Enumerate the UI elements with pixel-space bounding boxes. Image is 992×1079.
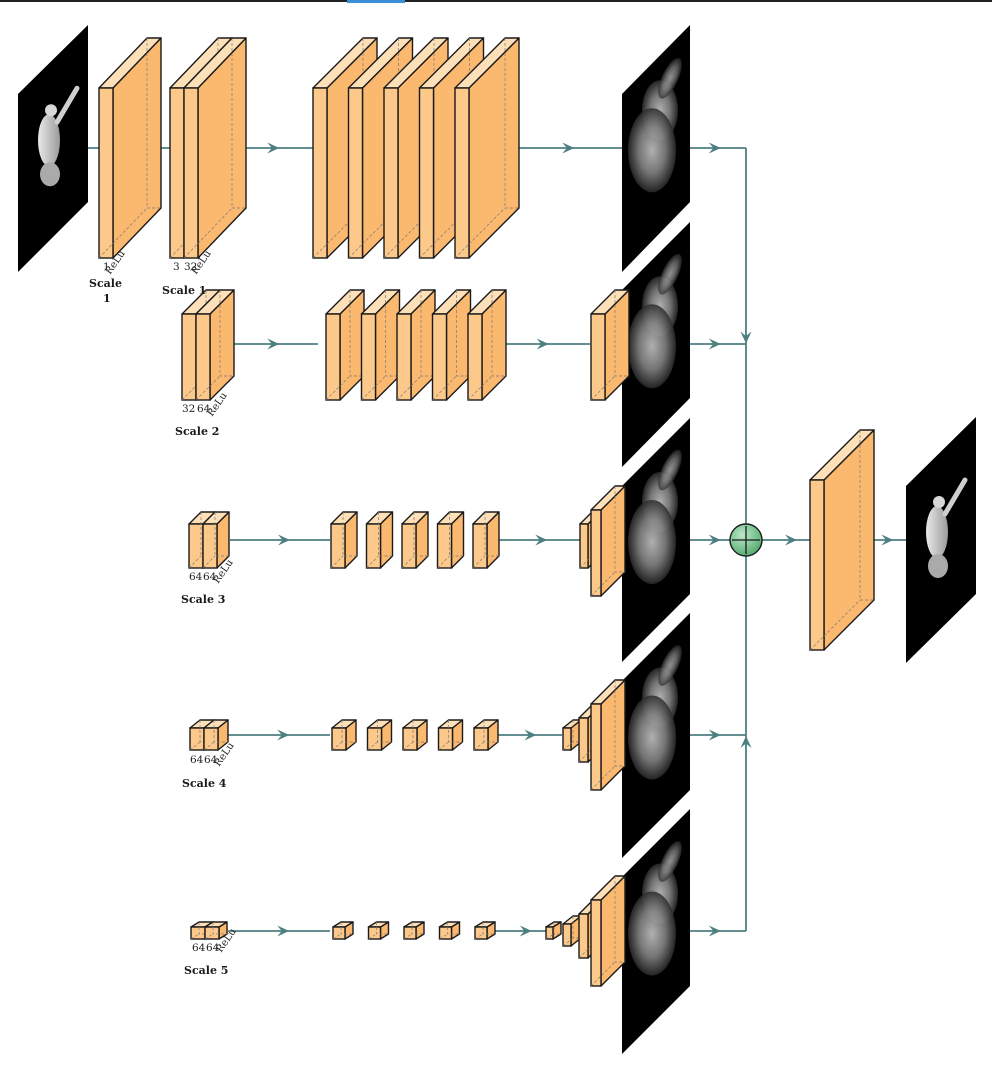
scale4-conv-up-3 — [590, 679, 626, 791]
heatmap-scale-1 — [622, 25, 690, 272]
scale5-conv-2 — [204, 921, 228, 940]
input-image — [18, 25, 88, 272]
scale5-conv-6 — [438, 921, 461, 940]
scale2-label: Scale 2 — [175, 425, 219, 438]
scale2-conv-5 — [396, 289, 436, 401]
scale2-conv-up-1 — [590, 289, 630, 401]
scale5-conv-4 — [367, 921, 390, 940]
scale3-conv-5 — [401, 511, 429, 569]
scale4-conv-5 — [402, 719, 428, 751]
top-border — [0, 0, 992, 2]
scale5-conv-5 — [403, 921, 425, 940]
arrow-s5-b — [494, 925, 548, 937]
scale2-conv-7 — [467, 289, 507, 401]
arrow-heatmap-out-2 — [690, 338, 746, 350]
arrow-merge-bottom — [740, 556, 752, 931]
scale3-num-1: 64 — [189, 571, 203, 583]
arrow-final-out — [870, 534, 906, 546]
arrow-s2-b — [498, 338, 590, 350]
arrow-s4-b — [498, 729, 562, 741]
connection-arrows — [52, 142, 906, 937]
scale2-conv-3 — [325, 289, 365, 401]
scale2-num-2: 64 — [197, 403, 211, 415]
scale3-conv-3 — [330, 511, 358, 569]
scale5-num-2: 64 — [206, 942, 220, 954]
scale3-conv-up-2 — [590, 485, 626, 597]
scale4-num-1: 64 — [190, 754, 204, 766]
scale5-conv-up-2 — [562, 915, 582, 947]
arrow-heatmap-out-1 — [690, 142, 746, 154]
top-border-accent — [347, 0, 405, 3]
scale3-conv-6 — [436, 511, 465, 569]
scale3-conv-4 — [365, 511, 394, 569]
scale1-num-2: 3 — [173, 261, 180, 273]
image-panels — [18, 25, 976, 1054]
scale3-conv-2 — [202, 511, 230, 569]
scale5-conv-up-4 — [590, 875, 626, 987]
scale1-conv-8 — [454, 37, 520, 259]
scale5-conv-up-1 — [545, 921, 562, 940]
scale5-num-1: 64 — [192, 942, 206, 954]
fusion-conv — [809, 429, 875, 651]
scale1-label-a: Scale — [89, 277, 122, 290]
output-image — [906, 417, 976, 663]
arrow-s1-c — [516, 142, 622, 154]
arrow-s2-a — [232, 338, 318, 350]
scale2-conv-2 — [195, 289, 235, 401]
scale4-conv-4 — [366, 719, 393, 751]
scale2-conv-4 — [360, 289, 401, 401]
scale4-conv-3 — [331, 719, 357, 751]
scale4-label: Scale 4 — [182, 777, 227, 790]
scale4-num-2: 64 — [204, 754, 218, 766]
arrow-s3-a — [230, 534, 330, 546]
heatmap-scale-2 — [622, 222, 690, 467]
heatmap-scale-5 — [622, 809, 690, 1054]
conv-blocks — [98, 37, 875, 987]
scale1-label-a-num: 1 — [103, 292, 111, 305]
scale5-conv-7 — [474, 921, 496, 940]
scale4-conv-6 — [437, 719, 464, 751]
plus-circle-icon — [729, 523, 763, 557]
arrow-merge-top — [740, 148, 752, 524]
scale4-conv-2 — [203, 719, 229, 751]
scale1-label-b: Scale 1 — [162, 284, 206, 297]
arrow-sum-out — [762, 534, 812, 546]
scale2-conv-6 — [431, 289, 472, 401]
scale1-conv-1 — [98, 37, 162, 259]
scale3-conv-7 — [472, 511, 500, 569]
scale3-label: Scale 3 — [181, 593, 225, 606]
arrow-heatmap-out-5 — [690, 925, 746, 937]
arrow-heatmap-out-4 — [690, 729, 746, 741]
scale3-num-2: 64 — [203, 571, 217, 583]
scale1-num-3: 32 — [184, 261, 197, 273]
scale2-num-1: 32 — [182, 403, 195, 415]
arrow-s4-a — [228, 729, 330, 741]
scale5-conv-3 — [332, 921, 354, 940]
scale5-label: Scale 5 — [184, 964, 228, 977]
scale1-conv-3 — [183, 37, 247, 259]
arrow-s3-b — [498, 534, 580, 546]
scale4-conv-7 — [473, 719, 499, 751]
heatmap-scale-3 — [622, 418, 690, 662]
heatmap-scale-4 — [622, 613, 690, 858]
scale1-num-1: 1 — [103, 261, 110, 273]
scale4-conv-up-1 — [562, 719, 582, 751]
arrow-s5-a — [228, 925, 330, 937]
